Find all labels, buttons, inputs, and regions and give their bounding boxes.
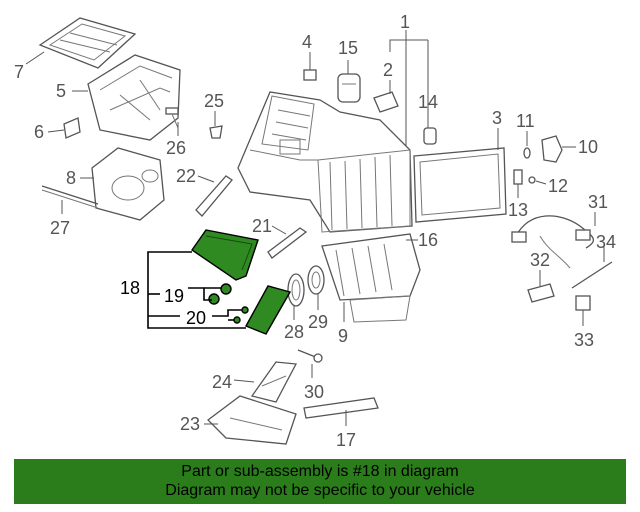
leader-7 [25, 51, 45, 65]
label-28: 28 [284, 322, 304, 342]
part-28-seal [287, 273, 305, 307]
part-20-ring-b [233, 316, 241, 324]
banner-line-2: Diagram may not be specific to your vehi… [165, 482, 475, 499]
part-33-sensor [575, 295, 591, 311]
part-19-seal-b [208, 293, 220, 305]
part-15-actuator [337, 73, 361, 103]
part-18-assembly-evaporator [191, 229, 259, 281]
leader-19-lower [188, 287, 212, 301]
part-8-blower-housing [91, 147, 165, 221]
label-21: 21 [252, 216, 272, 236]
leader-21 [271, 225, 287, 235]
info-banner: Part or sub-assembly is #18 in diagram D… [14, 459, 626, 504]
part-10-valve [541, 135, 563, 163]
label-8: 8 [66, 168, 76, 188]
part-26-screw [165, 107, 179, 129]
label-26: 26 [166, 138, 186, 158]
label-34: 34 [596, 232, 616, 252]
part-25-clip [209, 125, 223, 139]
part-30-pin [297, 349, 323, 363]
part-27-strip [41, 185, 99, 209]
label-27: 27 [50, 218, 70, 238]
leader-6 [47, 129, 65, 133]
part-20-ring-a [241, 306, 249, 314]
part-6-bracket [63, 117, 81, 139]
part-23-tray [207, 395, 297, 445]
part-24-duct [250, 361, 298, 403]
leader-12 [535, 180, 547, 185]
label-22: 22 [176, 166, 196, 186]
label-25: 25 [204, 91, 224, 111]
part-16-lower-case [321, 233, 421, 323]
part-12-oring [528, 176, 536, 184]
part-17-duct [303, 397, 379, 419]
main-hvac-case [237, 91, 413, 233]
label-5: 5 [56, 81, 66, 101]
part-5-housing [87, 54, 181, 141]
part-2-bracket [373, 91, 399, 113]
banner-line-1: Part or sub-assembly is #18 in diagram [181, 463, 459, 480]
leader-22 [197, 175, 215, 183]
part-22-trim [195, 175, 233, 217]
part-29-seal [307, 265, 325, 295]
part-34-strip [571, 261, 613, 289]
part-21-trim [267, 227, 308, 259]
label-14: 14 [418, 92, 438, 112]
leader-1-bracket [389, 39, 428, 52]
part-14-sensor [423, 127, 437, 145]
label-23: 23 [180, 414, 200, 434]
label-13: 13 [508, 200, 528, 220]
label-31: 31 [588, 192, 608, 212]
label-17: 17 [336, 430, 356, 450]
label-24: 24 [212, 372, 232, 392]
label-15: 15 [338, 38, 358, 58]
label-11: 11 [516, 111, 535, 131]
part-32-module [527, 283, 555, 303]
label-7: 7 [14, 62, 24, 82]
label-19: 19 [164, 286, 184, 306]
label-29: 29 [308, 312, 328, 332]
leader-20-upper [212, 309, 242, 317]
leader-18-bracket [147, 251, 246, 329]
part-18-assembly-expansion-valve [245, 285, 292, 335]
part-13-clip [513, 169, 523, 185]
parts-diagram: 7 5 6 8 26 25 27 4 [14, 12, 616, 450]
label-9: 9 [338, 326, 348, 346]
label-16: 16 [418, 230, 438, 250]
label-6: 6 [34, 122, 44, 142]
label-1: 1 [400, 12, 410, 32]
label-2: 2 [383, 60, 393, 80]
label-18: 18 [120, 278, 140, 298]
part-19-seal-a [220, 283, 232, 295]
part-3-filter-frame [413, 147, 507, 223]
label-30: 30 [304, 382, 324, 402]
part-31-harness [511, 215, 595, 269]
label-33: 33 [574, 330, 594, 350]
leader-24 [233, 379, 255, 383]
part-7-cover [38, 17, 137, 69]
label-4: 4 [302, 32, 312, 52]
part-11-oring [523, 147, 531, 159]
label-3: 3 [492, 108, 502, 128]
label-10: 10 [578, 137, 598, 157]
part-4-screw [303, 69, 317, 81]
label-20: 20 [186, 308, 206, 328]
label-12: 12 [548, 176, 568, 196]
label-32: 32 [530, 250, 550, 270]
